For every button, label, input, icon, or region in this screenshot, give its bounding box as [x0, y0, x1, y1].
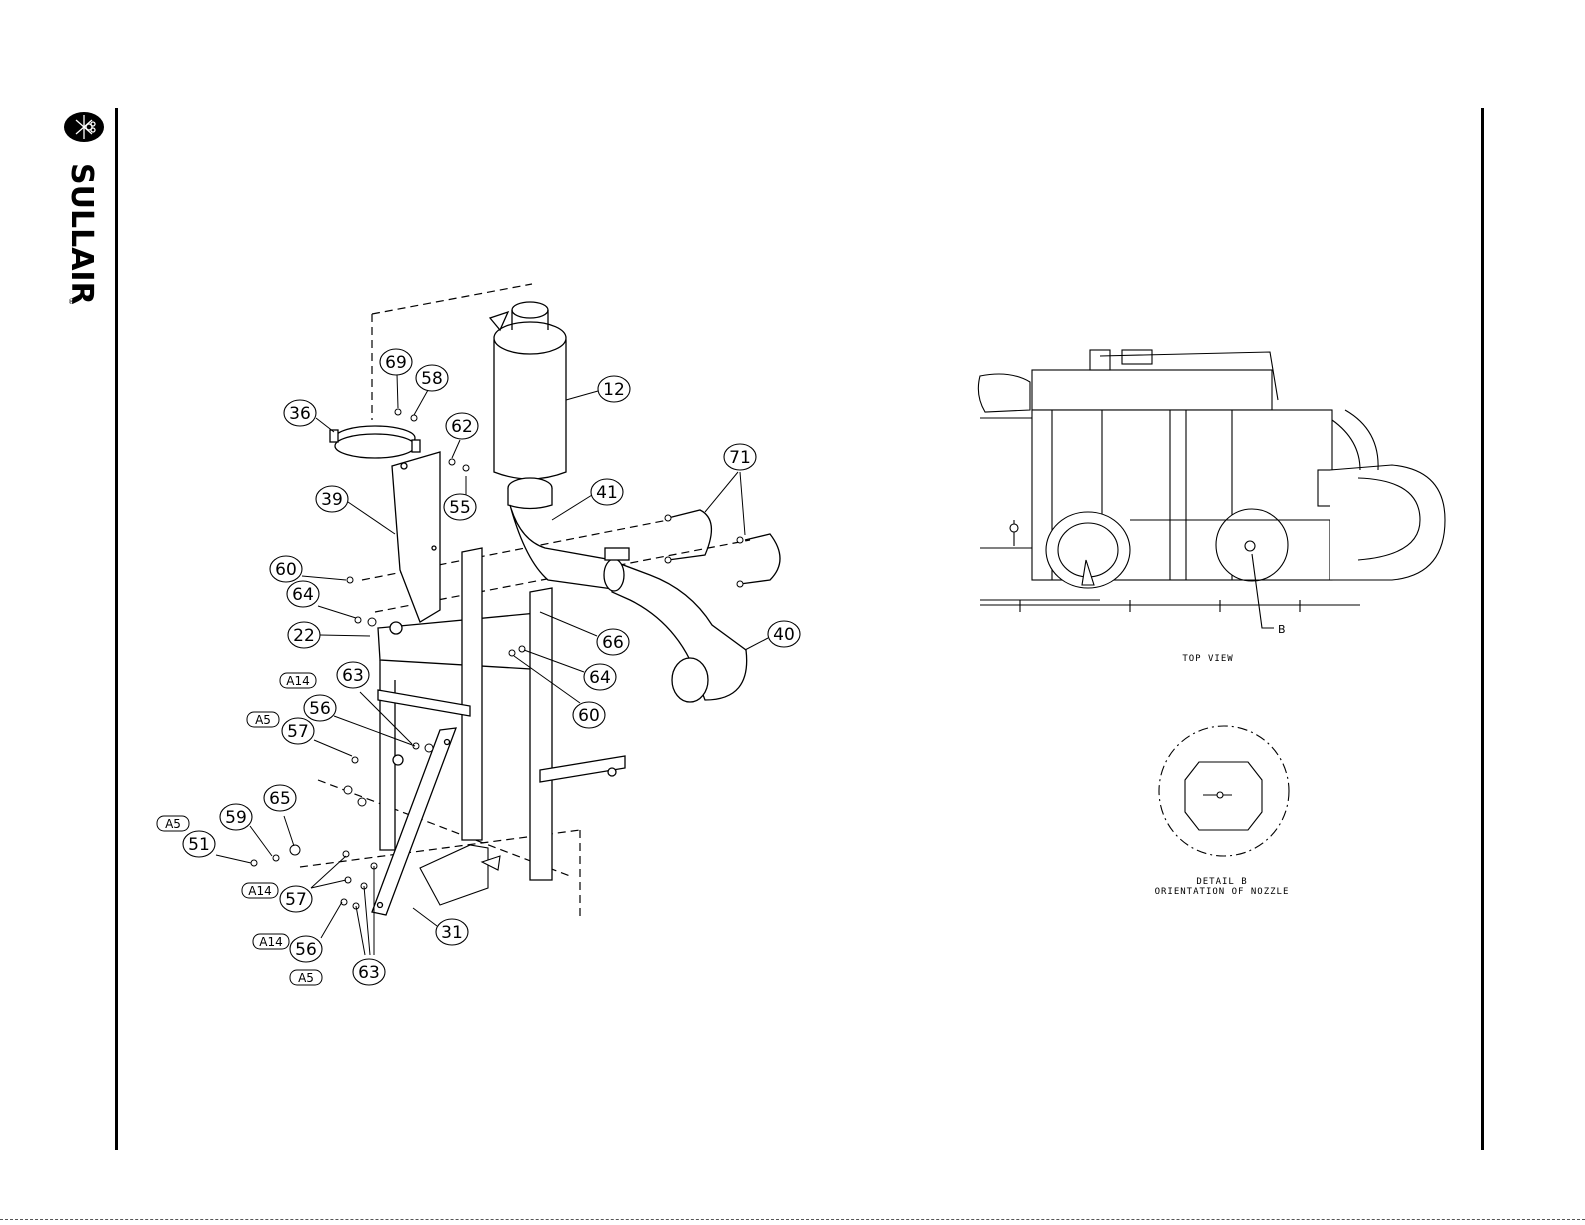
base-plate-part [420, 845, 500, 905]
svg-text:41: 41 [596, 483, 618, 503]
svg-text:64: 64 [589, 668, 611, 688]
svg-text:A14: A14 [259, 935, 282, 949]
svg-text:64: 64 [292, 585, 314, 605]
detail-marker-label: B [1278, 623, 1286, 636]
callout-60b: 60 [573, 702, 605, 728]
svg-text:59: 59 [225, 808, 247, 828]
callout-41: 41 [591, 479, 623, 505]
svg-text:A5: A5 [298, 971, 314, 985]
svg-text:55: 55 [449, 498, 471, 518]
callout-31: 31 [436, 919, 468, 945]
svg-text:60: 60 [578, 706, 600, 726]
detail-subtitle: ORIENTATION OF NOZZLE [1155, 887, 1290, 897]
svg-text:57: 57 [285, 890, 307, 910]
u-bolt-part [668, 510, 780, 584]
svg-text:69: 69 [385, 353, 407, 373]
svg-text:56: 56 [295, 940, 317, 960]
ref-tag-a14-2: A14 [242, 883, 278, 898]
ref-tag-a14-1: A14 [280, 673, 316, 688]
callout-63: 63 [337, 662, 369, 688]
callout-58: 58 [416, 365, 448, 391]
callout-57: 57 [282, 718, 314, 744]
svg-text:A14: A14 [286, 674, 309, 688]
top-view-drawing [978, 350, 1445, 628]
svg-text:A14: A14 [248, 884, 271, 898]
callout-71: 71 [724, 444, 756, 470]
callout-65: 65 [264, 785, 296, 811]
muffler-part [490, 302, 566, 509]
svg-text:56: 56 [309, 699, 331, 719]
ref-tag-a5-3: A5 [290, 970, 322, 985]
svg-text:66: 66 [602, 633, 624, 653]
svg-text:31: 31 [441, 923, 463, 943]
callout-62: 62 [446, 413, 478, 439]
svg-text:40: 40 [773, 625, 795, 645]
callout-55: 55 [444, 494, 476, 520]
svg-text:22: 22 [293, 626, 315, 646]
svg-text:63: 63 [358, 963, 380, 983]
svg-text:A5: A5 [165, 817, 181, 831]
callout-60: 60 [270, 556, 302, 582]
callout-51: 51 [183, 831, 215, 857]
detail-b-drawing [1159, 726, 1289, 856]
svg-text:60: 60 [275, 560, 297, 580]
callout-40: 40 [768, 621, 800, 647]
ref-tag-a5-1: A5 [247, 712, 279, 727]
svg-text:57: 57 [287, 722, 309, 742]
clamp-part [330, 426, 420, 458]
callout-56b: 56 [290, 936, 322, 962]
svg-text:65: 65 [269, 789, 291, 809]
svg-text:A5: A5 [255, 713, 271, 727]
callout-57b: 57 [280, 886, 312, 912]
callout-22: 22 [288, 622, 320, 648]
ref-tag-a14-3: A14 [253, 934, 289, 949]
callout-39: 39 [316, 486, 348, 512]
callout-36: 36 [284, 400, 316, 426]
svg-text:12: 12 [603, 380, 625, 400]
callout-59: 59 [220, 804, 252, 830]
bracket-part [392, 452, 440, 622]
svg-text:39: 39 [321, 490, 343, 510]
ref-tag-a5-2: A5 [157, 816, 189, 831]
callout-64b: 64 [584, 664, 616, 690]
callout-12: 12 [598, 376, 630, 402]
callout-66: 66 [597, 629, 629, 655]
callout-69: 69 [380, 349, 412, 375]
svg-text:51: 51 [188, 835, 210, 855]
svg-text:58: 58 [421, 369, 443, 389]
callout-56: 56 [304, 695, 336, 721]
svg-text:71: 71 [729, 448, 751, 468]
callout-63b: 63 [353, 959, 385, 985]
svg-text:63: 63 [342, 666, 364, 686]
svg-text:62: 62 [451, 417, 473, 437]
detail-title: DETAIL B [1196, 877, 1247, 887]
callout-64: 64 [287, 581, 319, 607]
svg-text:36: 36 [289, 404, 311, 424]
top-view-caption: TOP VIEW [1182, 654, 1233, 664]
